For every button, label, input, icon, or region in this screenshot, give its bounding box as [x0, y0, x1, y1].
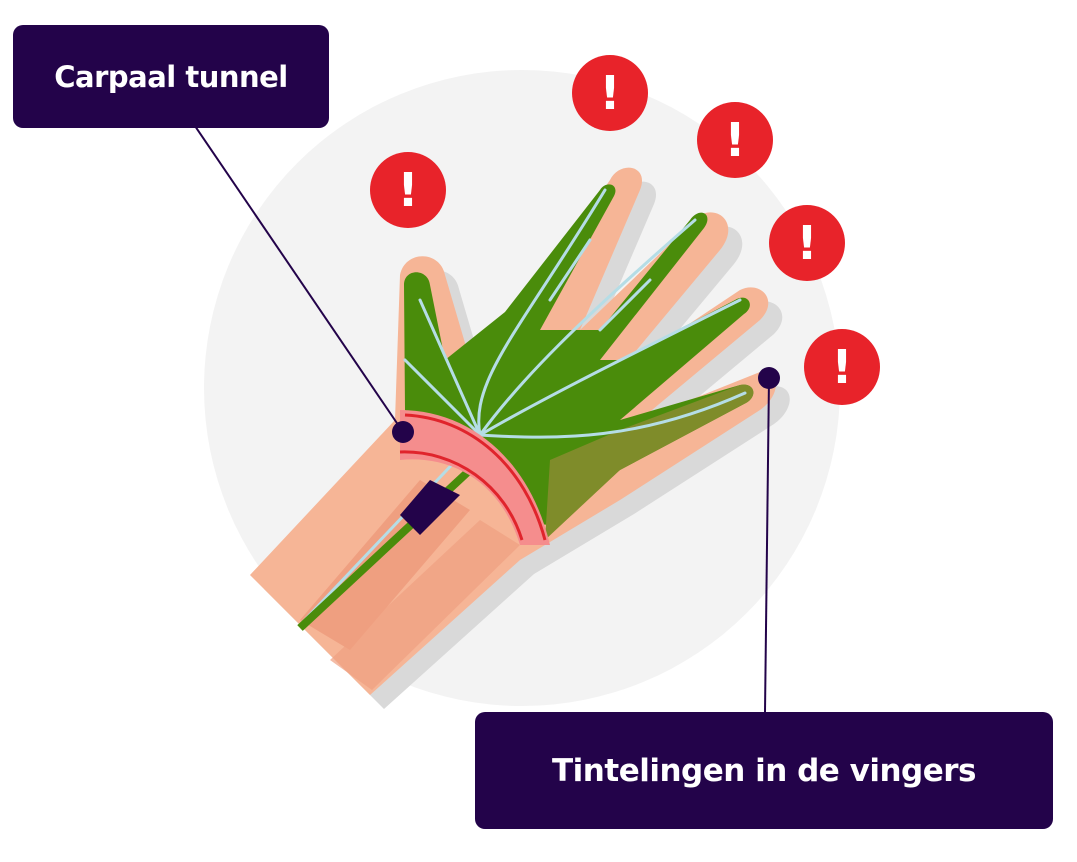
carpal-tunnel-label: Carpaal tunnel: [13, 25, 329, 128]
exclamation-circle-icon: !: [769, 205, 845, 281]
wrist-marker: [400, 480, 460, 535]
nerve-lines: [298, 188, 747, 627]
pointer-line-tingling: [764, 377, 770, 713]
pointer-line-carpal: [194, 125, 404, 433]
exclamation-circle-icon: !: [804, 329, 880, 405]
warning-glyph: !: [832, 340, 853, 394]
nerve-area: [404, 184, 754, 540]
warning-glyph: !: [725, 113, 746, 167]
warning-glyph: !: [398, 163, 419, 217]
tingling-fingers-text: Tintelingen in de vingers: [552, 752, 976, 789]
warning-glyph: !: [797, 216, 818, 270]
exclamation-circle-icon: !: [697, 102, 773, 178]
warning-glyph: !: [600, 66, 621, 120]
exclamation-circle-icon: !: [572, 55, 648, 131]
carpal-tunnel-text: Carpaal tunnel: [54, 59, 288, 94]
carpal-ligament: [399, 410, 550, 545]
exclamation-circle-icon: !: [370, 152, 446, 228]
pointer-dot-carpal: [392, 421, 414, 443]
pointer-dot-tingling: [758, 367, 780, 389]
tingling-fingers-label: Tintelingen in de vingers: [475, 712, 1053, 829]
